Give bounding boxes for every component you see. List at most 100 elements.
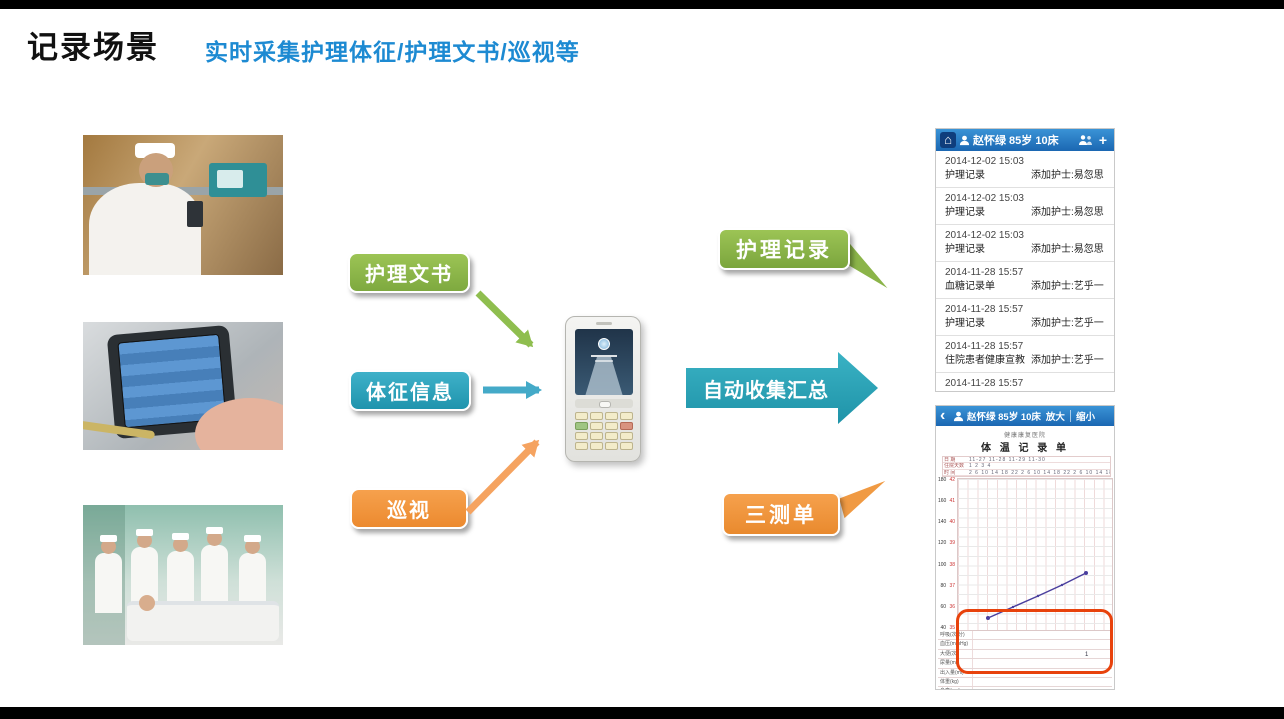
- record-row[interactable]: 2014-11-28 15:57 血糖记录单添加护士:艺乎一: [936, 262, 1114, 299]
- back-button[interactable]: ‹: [940, 407, 946, 424]
- key: [590, 432, 603, 440]
- hospital-name: 健康康复医院: [1003, 433, 1046, 439]
- key: [605, 422, 618, 430]
- device-navbar: [575, 399, 633, 408]
- bottom-row-cells: [972, 631, 1112, 640]
- device-keypad: [575, 412, 633, 450]
- arrow-patrol-to-device: [465, 439, 540, 515]
- callout-three-test-sheet: 三测单: [722, 492, 840, 536]
- highlight-rectangle: [956, 609, 1113, 674]
- meta-label: 日 期: [944, 457, 956, 463]
- key: [590, 442, 603, 450]
- zoom-in-button[interactable]: 放大: [1045, 412, 1065, 423]
- central-pda-device: [565, 316, 641, 462]
- axis-tick: 60: [940, 603, 946, 610]
- bottom-row-cells: 1: [972, 649, 1112, 659]
- top-letterbox-bar: [0, 0, 1284, 9]
- home-icon: ⌂: [944, 132, 952, 147]
- record-row[interactable]: 2014-12-02 15:03 护理记录添加护士:易忽思: [936, 151, 1114, 188]
- meta-label: 住院天数: [944, 463, 965, 470]
- axis-tick: 80: [940, 582, 946, 589]
- tag-label: 巡视: [387, 500, 431, 522]
- axis-tick: 39: [949, 540, 955, 547]
- end-key: [620, 422, 633, 430]
- axis-tick: 100: [938, 561, 947, 568]
- key: [575, 432, 588, 440]
- callout-sheet-tail: [836, 477, 891, 522]
- page-subtitle: 实时采集护理体征/护理文书/巡视等: [205, 39, 580, 65]
- record-date: 2014-11-28 15:57: [945, 341, 1024, 352]
- temperature-chart-screenshot: ‹ 赵怀绿 85岁 10床 放大 缩小 健康康复医院 体 温 记 录 单 日 期…: [935, 405, 1115, 690]
- key: [620, 432, 633, 440]
- contacts-icon[interactable]: [1078, 134, 1093, 146]
- logo-text-line: [595, 360, 613, 362]
- bottom-row-cells: [972, 677, 1112, 687]
- meta-value: 1 2 3 4: [969, 463, 992, 469]
- tag-label: 体征信息: [366, 382, 454, 404]
- record-row[interactable]: 2014-12-02 15:03 护理记录添加护士:易忽思: [936, 188, 1114, 225]
- bottom-row-value: 1: [1085, 651, 1089, 658]
- axis-tick: 40: [949, 519, 955, 526]
- photo-nurse-scanning: [83, 135, 283, 275]
- bottom-letterbox-bar: [0, 707, 1284, 719]
- axis-tick: 36: [949, 603, 955, 610]
- chart-title: 体 温 记 录 单: [980, 443, 1070, 454]
- key: [605, 432, 618, 440]
- divider: [1069, 410, 1071, 422]
- infusion-pump: [209, 163, 267, 197]
- key: [605, 412, 618, 420]
- bottom-row-label: 身高(cm): [938, 687, 972, 689]
- axis-tick: 35: [949, 624, 955, 631]
- key: [590, 422, 603, 430]
- auto-collect-label: 自动收集汇总: [703, 379, 829, 402]
- axis-tick: 38: [949, 561, 955, 568]
- callout-label: 三测单: [745, 504, 817, 527]
- axis-tick: 120: [938, 540, 947, 547]
- record-row[interactable]: 2014-11-28 15:57 住院患者健康宣教添加护士:艺乎一: [936, 336, 1114, 373]
- record-date: 2014-11-28 15:57: [945, 304, 1024, 315]
- chart-grid: [957, 478, 1113, 631]
- record-nurse: 添加护士:易忽思: [1031, 170, 1104, 181]
- photo-device-closeup: [83, 322, 283, 450]
- record-type: 护理记录: [945, 318, 985, 329]
- record-row[interactable]: 2014-11-28 15:57: [936, 373, 1114, 391]
- axis-tick: 41: [949, 498, 955, 505]
- bottom-row-label: 血压(mmHg): [940, 641, 969, 648]
- patient-head: [139, 595, 155, 611]
- record-nurse: 添加护士:易忽思: [1031, 244, 1104, 255]
- auto-collect-arrow: 自动收集汇总: [686, 352, 878, 424]
- callout-nursing-record: 护理记录: [718, 228, 850, 270]
- patient-title: 赵怀绿 85岁 10床: [967, 412, 1041, 423]
- record-date: 2014-11-28 15:57: [945, 378, 1024, 389]
- photo-nurses-bedside: [83, 505, 283, 645]
- key: [620, 442, 633, 450]
- nurse-figure: [89, 183, 201, 275]
- callout-label: 护理记录: [736, 239, 832, 262]
- pulse-axis: 180 160 140 120 100 80 60 40: [938, 478, 946, 631]
- bottom-row-cells: [972, 687, 1112, 689]
- bottom-row-cells: [972, 659, 1112, 668]
- axis-tick: 40: [940, 624, 946, 631]
- record-row[interactable]: 2014-11-28 15:57 护理记录添加护士:艺乎一: [936, 299, 1114, 336]
- patient-icon: [959, 135, 970, 145]
- nurse-mask: [145, 173, 169, 185]
- page-title: 记录场景: [27, 30, 159, 65]
- add-record-button[interactable]: +: [1098, 132, 1108, 148]
- record-row[interactable]: 2014-12-02 15:03 护理记录添加护士:易忽思: [936, 225, 1114, 262]
- axis-tick: 42: [949, 477, 955, 483]
- record-date: 2014-11-28 15:57: [945, 267, 1024, 278]
- record-nurse: 添加护士:易忽思: [1031, 207, 1104, 218]
- home-button[interactable]: ⌂: [940, 132, 956, 148]
- bottom-row-label: 出入量(ml): [940, 669, 964, 676]
- key: [575, 442, 588, 450]
- key: [605, 442, 618, 450]
- axis-tick: 37: [949, 582, 955, 589]
- call-key: [575, 422, 588, 430]
- key: [575, 412, 588, 420]
- zoom-out-button[interactable]: 缩小: [1075, 412, 1095, 423]
- bottom-row-cells: [972, 640, 1112, 649]
- bottom-row-label: 大便(次): [940, 650, 959, 657]
- key: [590, 412, 603, 420]
